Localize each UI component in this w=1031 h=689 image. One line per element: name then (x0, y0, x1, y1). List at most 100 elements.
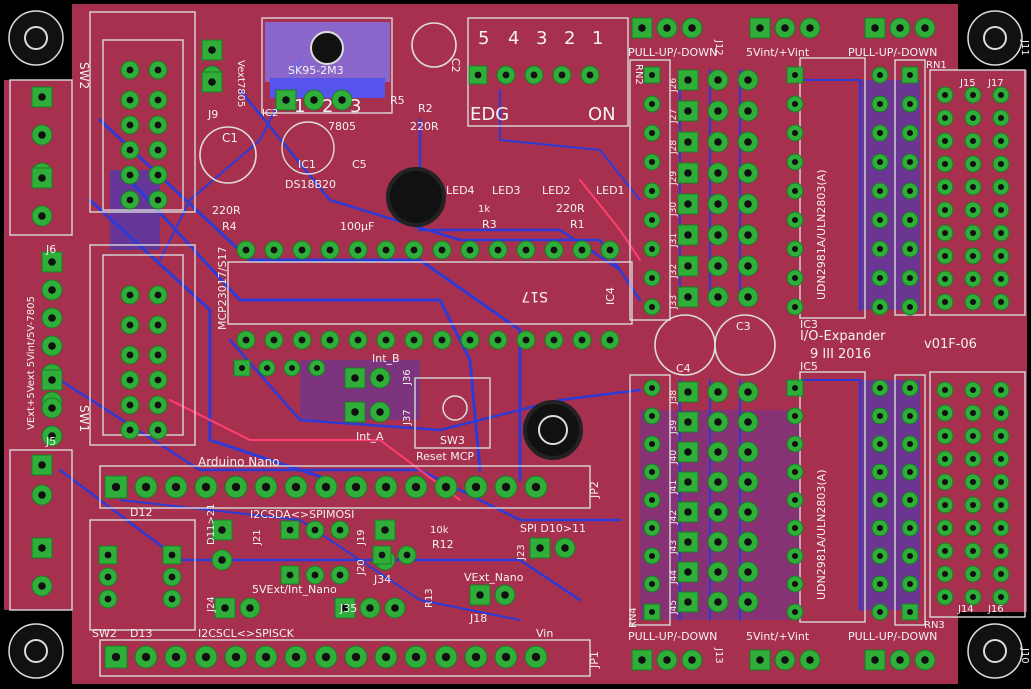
pad-drill (126, 351, 134, 359)
pad-drill (441, 652, 451, 662)
pad-drill (154, 321, 162, 329)
label-dip4: 4 (508, 28, 519, 49)
pad-drill (391, 604, 399, 612)
pad-drill (311, 526, 319, 534)
pad-drill (997, 501, 1005, 509)
pad-drill (351, 374, 359, 382)
label-header-top: J28 (669, 140, 679, 155)
pad-drill (48, 376, 56, 384)
pad-drill (997, 298, 1005, 306)
pad-drill (111, 482, 121, 492)
label-led4: LED4 (446, 184, 475, 197)
pad-drill (663, 24, 671, 32)
label-edg: EDG (470, 104, 509, 125)
pad-drill (997, 137, 1005, 145)
label-r2: R2 (418, 102, 433, 115)
pad-drill (403, 551, 411, 559)
pad-drill (48, 314, 56, 322)
pad-drill (756, 24, 764, 32)
pad-drill (997, 386, 1005, 394)
label-dip3: 3 (536, 28, 547, 49)
pad-drill (648, 608, 656, 616)
label-c3: C3 (736, 320, 751, 333)
pad-drill (411, 652, 421, 662)
pad-drill (871, 656, 879, 664)
pad-drill (997, 409, 1005, 417)
pad-drill (744, 418, 752, 426)
pad-drill (104, 595, 112, 603)
pad-drill (744, 200, 752, 208)
pad-drill (48, 258, 56, 266)
pad-drill (38, 582, 46, 590)
pad-drill (791, 274, 799, 282)
label-pullup-top1: PULL-UP/-DOWN (628, 46, 717, 59)
pad-drill (684, 568, 692, 576)
label-j36: J36 (402, 369, 413, 386)
pad-drill (684, 138, 692, 146)
pad-drill (969, 501, 977, 509)
pad-drill (648, 187, 656, 195)
pad-drill (126, 146, 134, 154)
pad-drill (154, 96, 162, 104)
label-pullup-top2: PULL-UP/-DOWN (848, 46, 937, 59)
pad-drill (906, 216, 914, 224)
pad-drill (326, 246, 334, 254)
header-labels: J26J27J28J29J30J31J32J33J38J39J40J41J42J… (669, 78, 679, 615)
pad-drill (522, 246, 530, 254)
pad-drill (744, 107, 752, 115)
pad-drill (876, 71, 884, 79)
pad-drill (298, 336, 306, 344)
label-j5: J5 (45, 435, 56, 448)
label-vext-nano: VExt_Nano (464, 571, 524, 584)
pad-drill (381, 652, 391, 662)
pad-drill (791, 71, 799, 79)
pad-drill (714, 107, 722, 115)
pad-drill (648, 440, 656, 448)
pad-drill (744, 169, 752, 177)
pad-drill (218, 556, 226, 564)
pad-drill (684, 293, 692, 301)
label-ic4: IC4 (604, 287, 617, 305)
pad-drill (941, 570, 949, 578)
pad-drill (410, 246, 418, 254)
pad-drill (744, 262, 752, 270)
pad-drill (354, 336, 362, 344)
pad-drill (471, 482, 481, 492)
pad-drill (714, 293, 722, 301)
pad-drill (876, 158, 884, 166)
pad-drill (154, 376, 162, 384)
pad-drill (876, 100, 884, 108)
label-j15: J15 (959, 78, 976, 89)
pad-drill (781, 656, 789, 664)
pad-drill (744, 598, 752, 606)
label-vint-bottom: 5Vint/+Vint (746, 630, 810, 643)
pad-drill (906, 245, 914, 253)
pad-drill (969, 409, 977, 417)
pad-drill (154, 351, 162, 359)
pad-drill (921, 24, 929, 32)
pad-drill (410, 336, 418, 344)
label-d11-21: D11>21 (206, 503, 217, 545)
pad-drill (336, 571, 344, 579)
pad-drill (997, 570, 1005, 578)
pad-drill (688, 656, 696, 664)
pad-drill (586, 71, 594, 79)
pad-drill (941, 91, 949, 99)
pad-drill (536, 544, 544, 552)
pad-drill (714, 262, 722, 270)
pad-drill (201, 482, 211, 492)
pad-drill (941, 455, 949, 463)
pad-drill (906, 580, 914, 588)
pad-drill (688, 24, 696, 32)
pad-drill (126, 401, 134, 409)
pad-drill (351, 482, 361, 492)
label-r2-value: 220R (410, 120, 439, 133)
pad-drill (941, 386, 949, 394)
pad-drill (291, 652, 301, 662)
pad-drill (376, 408, 384, 416)
pad-drill (382, 246, 390, 254)
pad-drill (941, 252, 949, 260)
pad-drill (941, 206, 949, 214)
pad-drill (141, 652, 151, 662)
